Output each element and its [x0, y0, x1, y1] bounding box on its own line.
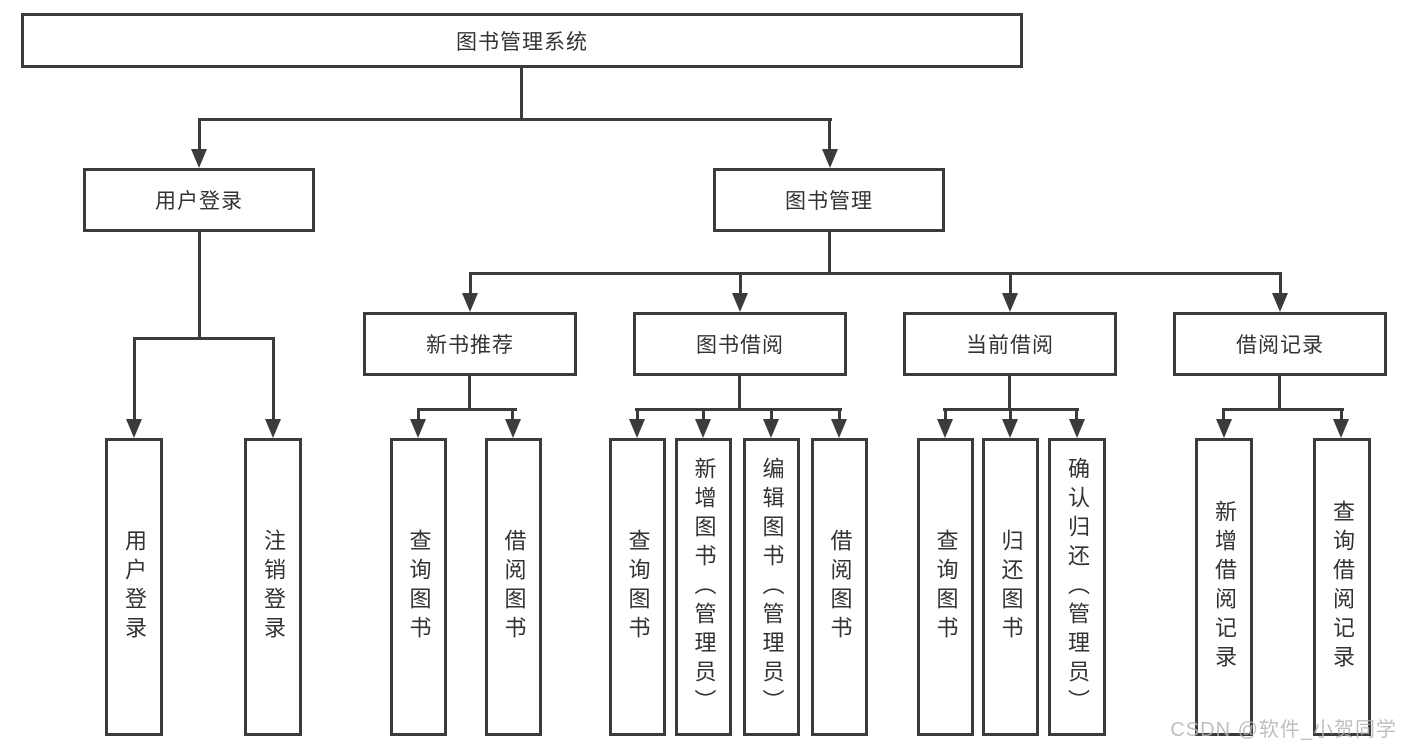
arrow-down-icon	[695, 419, 711, 438]
leaf-query-books-recommend: 查询图书	[390, 438, 447, 736]
connector-line	[272, 337, 275, 421]
connector-line	[1222, 408, 1344, 411]
arrow-down-icon	[732, 293, 748, 312]
node-book-management-branch: 图书管理	[713, 168, 945, 232]
arrow-down-icon	[831, 419, 847, 438]
arrow-down-icon	[410, 419, 426, 438]
leaf-user-login: 用户登录	[105, 438, 163, 736]
leaf-query-borrow-record: 查询借阅记录	[1313, 438, 1371, 736]
node-book-borrowing: 图书借阅	[633, 312, 847, 376]
connector-line	[1009, 272, 1012, 296]
connector-line	[417, 408, 420, 422]
connector-line	[738, 376, 741, 411]
connector-line	[469, 272, 472, 296]
node-user-login-branch: 用户登录	[83, 168, 315, 232]
connector-line	[133, 337, 275, 340]
arrow-down-icon	[126, 419, 142, 438]
leaf-query-books-borrowing: 查询图书	[609, 438, 666, 736]
connector-line	[770, 408, 773, 422]
leaf-return-books: 归还图书	[982, 438, 1039, 736]
connector-line	[1278, 376, 1281, 411]
arrow-down-icon	[822, 149, 838, 168]
arrow-down-icon	[1002, 419, 1018, 438]
connector-line	[1340, 408, 1343, 422]
connector-line	[636, 408, 639, 422]
connector-line	[198, 118, 832, 121]
node-new-book-recommend: 新书推荐	[363, 312, 577, 376]
arrow-down-icon	[505, 419, 521, 438]
connector-line	[133, 337, 136, 421]
leaf-add-borrow-record: 新增借阅记录	[1195, 438, 1253, 736]
leaf-edit-books-admin: 编辑图书（管理员）	[743, 438, 800, 736]
connector-line	[702, 408, 705, 422]
connector-line	[198, 118, 201, 152]
leaf-logout: 注销登录	[244, 438, 302, 736]
node-current-borrowing: 当前借阅	[903, 312, 1117, 376]
connector-line	[1009, 408, 1012, 422]
arrow-down-icon	[1272, 293, 1288, 312]
connector-line	[739, 272, 742, 296]
node-library-system-root: 图书管理系统	[21, 13, 1023, 68]
arrow-down-icon	[191, 149, 207, 168]
connector-line	[417, 408, 517, 411]
connector-line	[511, 408, 514, 422]
arrow-down-icon	[937, 419, 953, 438]
leaf-add-books-admin: 新增图书（管理员）	[675, 438, 732, 736]
connector-line	[1222, 408, 1225, 422]
connector-line	[468, 376, 471, 411]
connector-line	[469, 272, 1282, 275]
connector-line	[520, 68, 523, 121]
arrow-down-icon	[1333, 419, 1349, 438]
arrow-down-icon	[265, 419, 281, 438]
node-borrowing-records: 借阅记录	[1173, 312, 1387, 376]
connector-line	[1008, 376, 1011, 411]
connector-line	[828, 118, 831, 152]
leaf-confirm-return-admin: 确认归还（管理员）	[1048, 438, 1106, 736]
connector-line	[635, 408, 842, 411]
leaf-query-books-current: 查询图书	[917, 438, 974, 736]
arrow-down-icon	[1002, 293, 1018, 312]
arrow-down-icon	[1069, 419, 1085, 438]
arrow-down-icon	[763, 419, 779, 438]
connector-line	[944, 408, 947, 422]
leaf-borrow-books: 借阅图书	[811, 438, 868, 736]
connector-line	[1075, 408, 1078, 422]
arrow-down-icon	[1216, 419, 1232, 438]
connector-line	[828, 232, 831, 275]
connector-line	[838, 408, 841, 422]
connector-line	[198, 232, 201, 340]
arrow-down-icon	[462, 293, 478, 312]
arrow-down-icon	[629, 419, 645, 438]
leaf-borrow-books-recommend: 借阅图书	[485, 438, 542, 736]
connector-line	[1279, 272, 1282, 296]
